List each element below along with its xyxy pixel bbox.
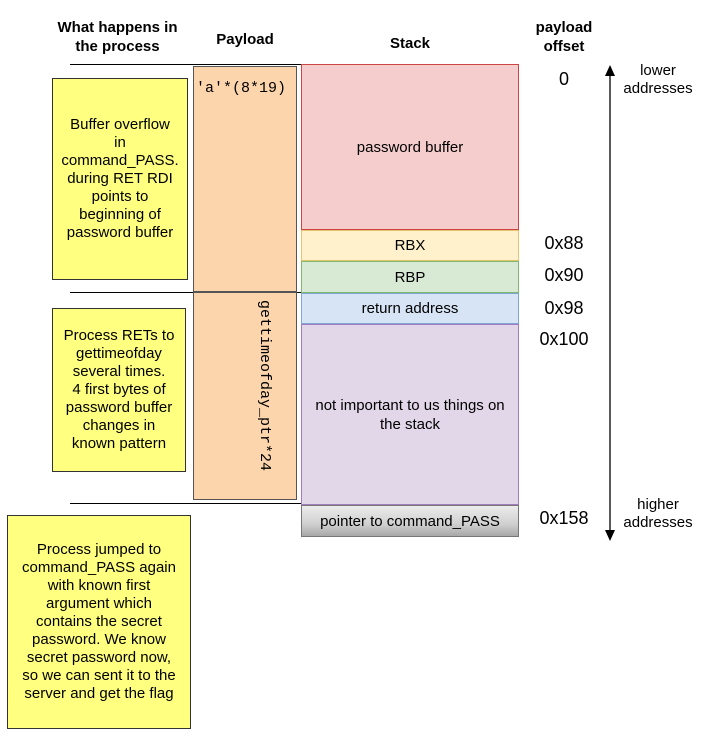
separator-top: [70, 64, 302, 65]
note-gettimeofday: Process RETs to gettimeofday several tim…: [52, 308, 186, 472]
payload-padding-label: 'a'*(8*19): [196, 80, 287, 97]
offset-0x158: 0x158: [539, 508, 589, 528]
stack-return-address: return address: [301, 293, 519, 324]
offset-0x100: 0x100: [539, 329, 589, 349]
stack-pointer-command-pass: pointer to command_PASS: [301, 505, 519, 537]
payload-segment-gettimeofday: [193, 292, 297, 500]
note-command-pass-again: Process jumped to command_PASS again wit…: [7, 515, 191, 729]
payload-segment-padding: [193, 66, 297, 292]
offset-0: 0: [558, 69, 569, 89]
header-offset: payload offset: [535, 19, 593, 55]
header-process: What happens in the process: [57, 19, 178, 55]
stack-password-buffer: password buffer: [301, 64, 519, 230]
payload-gettimeofday-label: gettimeofday_ptr*24: [256, 300, 273, 472]
stack-other-things: not important to us things on the stack: [301, 324, 519, 505]
offset-0x88: 0x88: [544, 233, 584, 253]
separator-middle: [70, 292, 302, 293]
note-buffer-overflow: Buffer overflow in command_PASS. during …: [52, 78, 188, 280]
separator-bottom: [70, 503, 302, 504]
offset-0x98: 0x98: [544, 298, 584, 318]
higher-addresses-label: higher addresses: [623, 496, 693, 531]
stack-rbx: RBX: [301, 230, 519, 261]
stack-rbp: RBP: [301, 261, 519, 293]
header-payload: Payload: [216, 31, 274, 48]
lower-addresses-label: lower addresses: [623, 62, 693, 97]
offset-0x90: 0x90: [544, 265, 584, 285]
header-stack: Stack: [389, 35, 431, 52]
